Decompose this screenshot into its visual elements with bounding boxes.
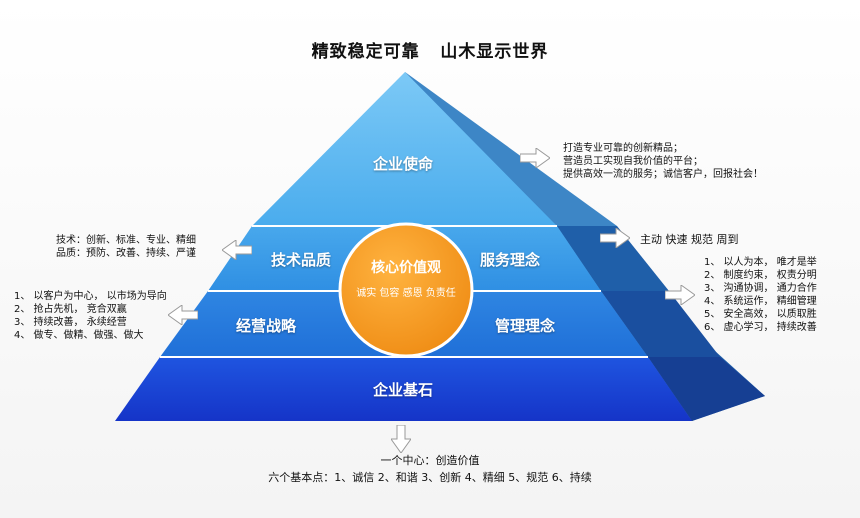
arrow-left-icon [168,305,198,325]
strategy-note-line: 2、 抢占先机， 竞合双赢 [14,304,127,315]
core-values-circle [338,222,474,358]
label-business-strategy: 经营战略 [236,317,297,335]
arrow-down-icon [391,425,411,453]
arrow-right-icon [665,285,695,305]
management-note-line: 2、 制度约束， 权责分明 [704,270,817,281]
arrow-left-icon [222,240,252,260]
strategy-note-line: 1、 以客户为中心， 以市场为导向 [14,291,167,302]
bottom-notes: 一个中心：创造价值 六个基本点：1、诚信 2、和谐 3、创新 4、精细 5、规范… [0,452,860,486]
service-notes: 主动 快速 规范 周到 [640,233,739,246]
strategy-note-line: 4、 做专、做精、做强、做大 [14,330,144,341]
core-values-title: 核心价值观 [371,260,441,276]
core-values-list: 诚实 包容 感恩 负责任 [356,288,456,299]
tech-quality-note-line: 技术：创新、标准、专业、精细 [56,235,196,246]
page-title: 精致稳定可靠 山木显示世界 [311,42,549,62]
tech-quality-note-line: 品质：预防、改善、持续、严谨 [56,248,196,259]
mission-note-line: 打造专业可靠的创新精品； [563,143,683,154]
management-note-line: 3、 沟通协调， 通力合作 [704,283,817,294]
management-note-line: 4、 系统运作， 精细管理 [704,296,817,307]
mission-note-line: 提供高效一流的服务；诚信客户，回报社会！ [563,169,763,180]
pyramid-top-layer [252,72,557,226]
label-management-concept: 管理理念 [495,317,556,335]
strategy-note-line: 3、 持续改善， 永续经营 [14,317,127,328]
side-face-band-c [601,291,720,357]
strategy-notes: 1、 以客户为中心， 以市场为导向 2、 抢占先机， 竞合双赢 3、 持续改善，… [14,290,167,342]
side-face-band-b [557,226,669,291]
label-tech-quality: 技术品质 [271,251,332,269]
pyramid-base [115,357,692,421]
management-notes: 1、 以人为本， 唯才是举 2、 制度约束， 权责分明 3、 沟通协调， 通力合… [704,256,817,334]
label-enterprise-foundation: 企业基石 [373,381,434,399]
side-face-band-a [405,72,617,226]
mission-notes: 打造专业可靠的创新精品； 营造员工实现自我价值的平台； 提供高效一流的服务；诚信… [563,142,763,181]
mission-note-line: 营造员工实现自我价值的平台； [563,156,703,167]
label-enterprise-mission: 企业使命 [373,155,434,173]
label-service-concept: 服务理念 [480,251,541,269]
management-note-line: 1、 以人为本， 唯才是举 [704,257,817,268]
side-face-band-d [648,357,765,421]
center-point-line: 一个中心：创造价值 [380,454,480,467]
arrow-right-icon [520,148,550,168]
arrow-right-icon [600,228,630,248]
basic-points-line: 六个基本点：1、诚信 2、和谐 3、创新 4、精细 5、规范 6、持续 [268,471,592,484]
tech-quality-notes: 技术：创新、标准、专业、精细 品质：预防、改善、持续、严谨 [56,234,196,260]
management-note-line: 6、 虚心学习， 持续改善 [704,322,817,333]
management-note-line: 5、 安全高效， 以质取胜 [704,309,817,320]
